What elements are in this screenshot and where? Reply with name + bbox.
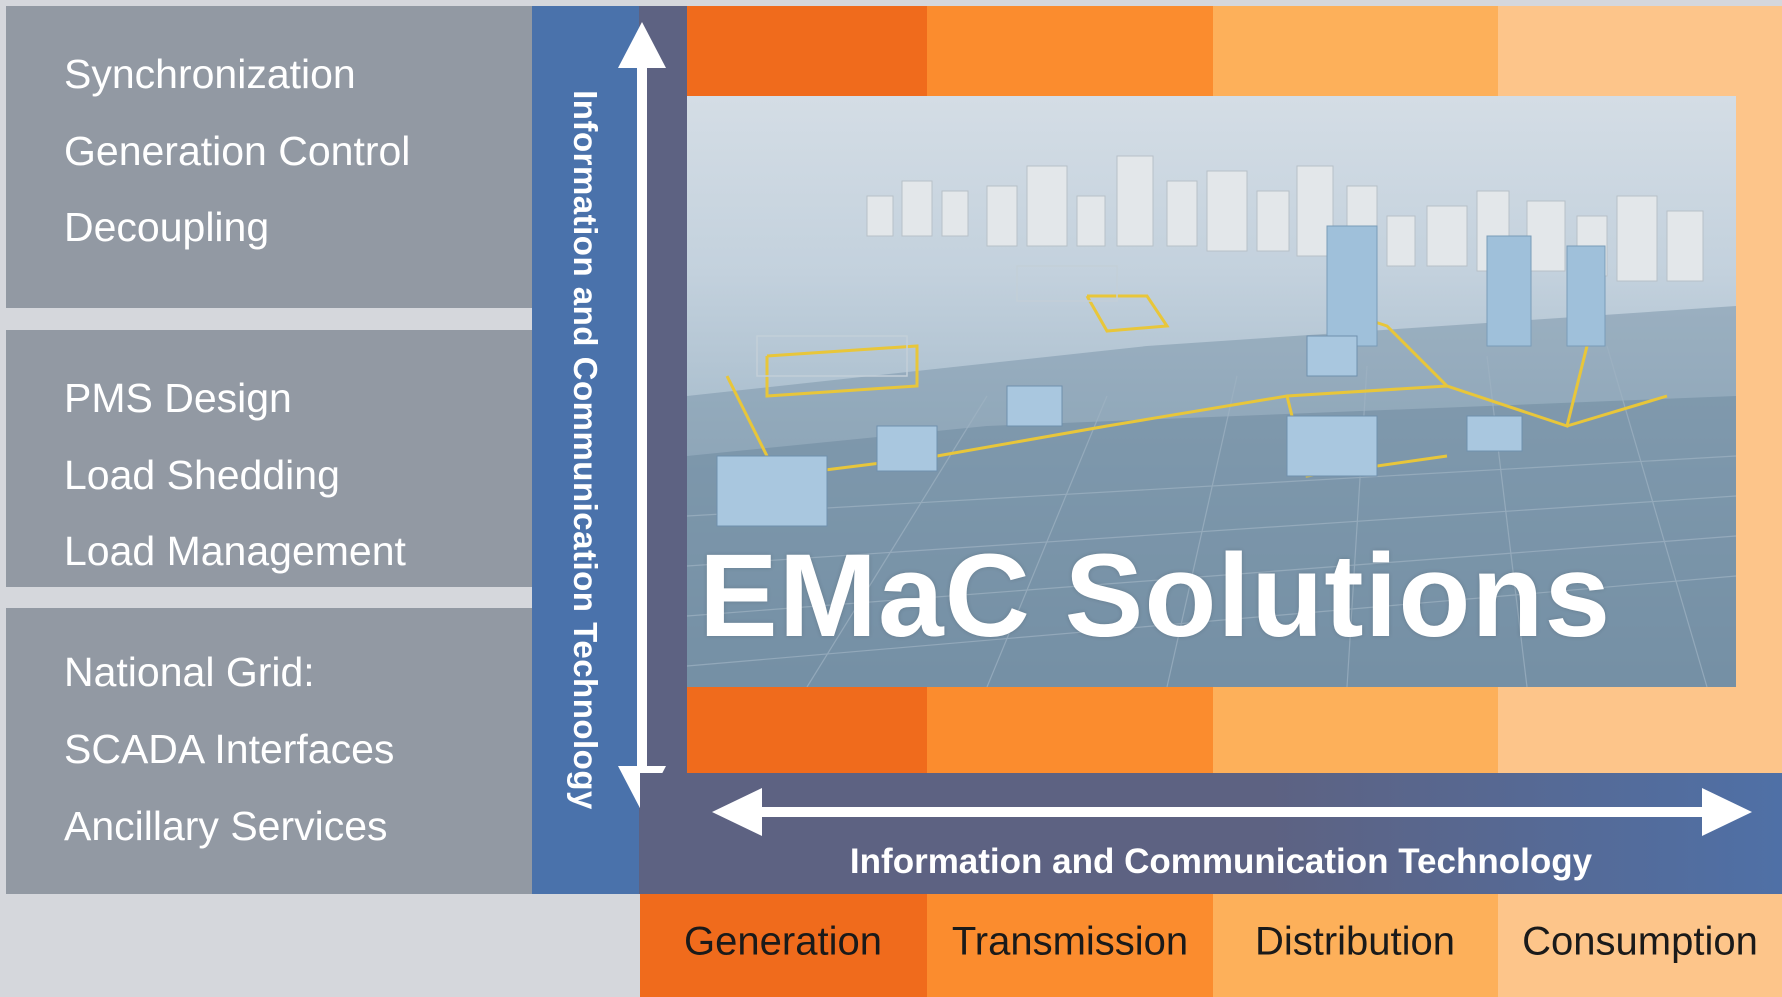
panel-national-grid: National Grid: SCADA Interfaces Ancillar… (6, 608, 532, 894)
panel-item-load-management: Load Management (64, 528, 406, 574)
panel-item-load-shedding: Load Shedding (64, 452, 340, 498)
label-generation: Generation (684, 919, 882, 964)
horizontal-double-arrow-icon (712, 788, 1752, 836)
panel-item-ancillary-services: Ancillary Services (64, 803, 388, 849)
label-consumption: Consumption (1522, 919, 1758, 964)
label-distribution: Distribution (1254, 919, 1456, 964)
panel-item-national-grid: National Grid: (64, 649, 315, 695)
power-grid-illustration: EMaC Solutions (687, 96, 1736, 687)
horizontal-ict-band (640, 773, 1782, 894)
panel-power-management: PMS Design Load Shedding Load Management (6, 330, 532, 587)
panel-control-functions: Synchronization Generation Control Decou… (6, 6, 532, 308)
city-grid-illustration (687, 155, 1736, 687)
panel-item-generation-control: Generation Control (64, 128, 411, 174)
panel-item-pms-design: PMS Design (64, 375, 292, 421)
panel-item-decoupling: Decoupling (64, 204, 270, 250)
label-transmission: Transmission (951, 919, 1189, 964)
vertical-ict-label: Information and Communication Technology (567, 90, 604, 810)
horizontal-ict-label: Information and Communication Technology (849, 842, 1593, 881)
vertical-double-arrow-icon (618, 22, 666, 812)
vertical-ict-band (532, 6, 639, 894)
hero-title: EMaC Solutions (699, 530, 1612, 662)
panel-item-synchronization: Synchronization (64, 51, 356, 97)
panel-item-scada-interfaces: SCADA Interfaces (64, 726, 395, 772)
